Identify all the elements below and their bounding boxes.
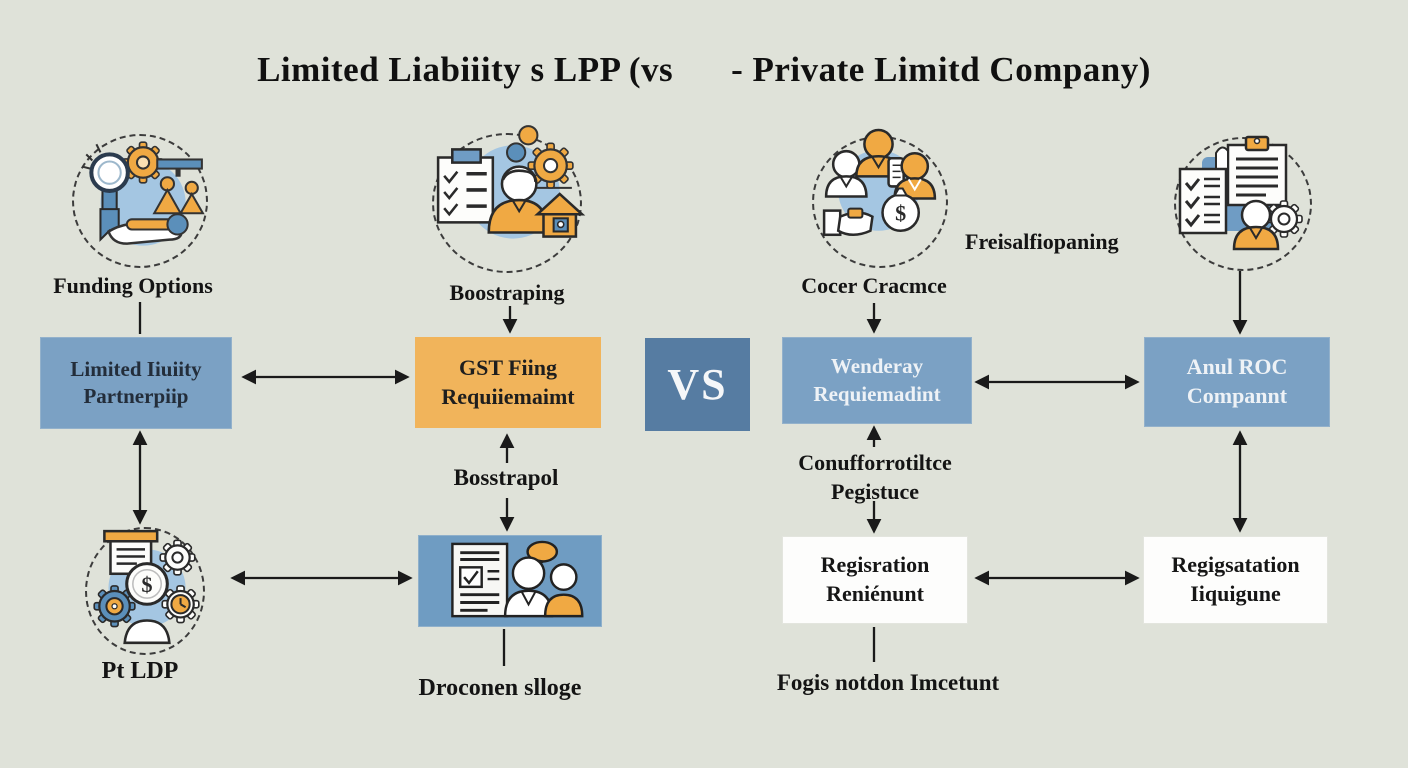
regisration-box: Regisration Reniénunt bbox=[783, 537, 967, 623]
anul-roc-box: Anul ROC Compannt bbox=[1144, 337, 1330, 427]
boostraping-label: Boostraping bbox=[449, 280, 565, 305]
document-checkbox-people-chat-glyph bbox=[451, 540, 584, 618]
annual-roc-icon bbox=[1174, 135, 1312, 271]
cocer-cracmce-label: Cocer Cracmce bbox=[801, 273, 947, 298]
regigsatation-box: Regigsatation Iiquigune bbox=[1144, 537, 1327, 623]
clock-gear-glyph bbox=[161, 585, 200, 624]
droconen-label: Droconen slloge bbox=[418, 675, 582, 701]
gear-glyph bbox=[527, 142, 574, 189]
clipboard-checklist-person-gear-glyph bbox=[1178, 135, 1303, 251]
vs-box: VS bbox=[645, 338, 750, 431]
fogis-label: Fogis notdon Imcetunt bbox=[776, 670, 1000, 695]
title-left: Limited Liabiiity s LPP (vs bbox=[257, 50, 674, 89]
wenderay-box: Wenderay Requiemadint bbox=[782, 337, 972, 424]
gst-filing-box: GST Fiing Requiiemaimt bbox=[415, 337, 601, 428]
people-moneybag-hand-glyph: $ bbox=[822, 128, 937, 237]
pt-ldp-icon: $ bbox=[85, 527, 205, 655]
boostraping-icon bbox=[432, 125, 586, 273]
cocer-cracmce-icon: $ bbox=[812, 128, 948, 268]
freisalfiopaning-label: Freisalfiopaning bbox=[965, 229, 1119, 254]
gear-glyph bbox=[93, 585, 136, 628]
bosstrapol-label: Bosstrapol bbox=[453, 465, 559, 490]
document-gears-coin-glyph: $ bbox=[93, 529, 200, 645]
gear-glyph bbox=[1265, 200, 1303, 238]
funding-options-label: Funding Options bbox=[53, 273, 213, 298]
conufforrotiltce-label: Conufforrotiltce Pegistuce bbox=[798, 450, 952, 505]
svg-text:$: $ bbox=[141, 572, 152, 597]
title-right: - Private Limitd Company) bbox=[731, 50, 1151, 89]
llp-box: Limited Iiuiity Partnerpiip bbox=[40, 337, 232, 429]
gear-glyph bbox=[159, 539, 196, 576]
page-title: Limited Liabiiity s LPP (vs - Private Lim… bbox=[0, 50, 1408, 90]
clipboard-person-gear-house-glyph bbox=[436, 125, 586, 239]
svg-text:$: $ bbox=[895, 201, 906, 226]
pt-ldp-label: Pt LDP bbox=[101, 658, 179, 684]
funding-options-icon bbox=[72, 134, 208, 268]
magnifier-gear-people-glyph bbox=[81, 141, 205, 246]
document-people-box bbox=[418, 535, 602, 627]
